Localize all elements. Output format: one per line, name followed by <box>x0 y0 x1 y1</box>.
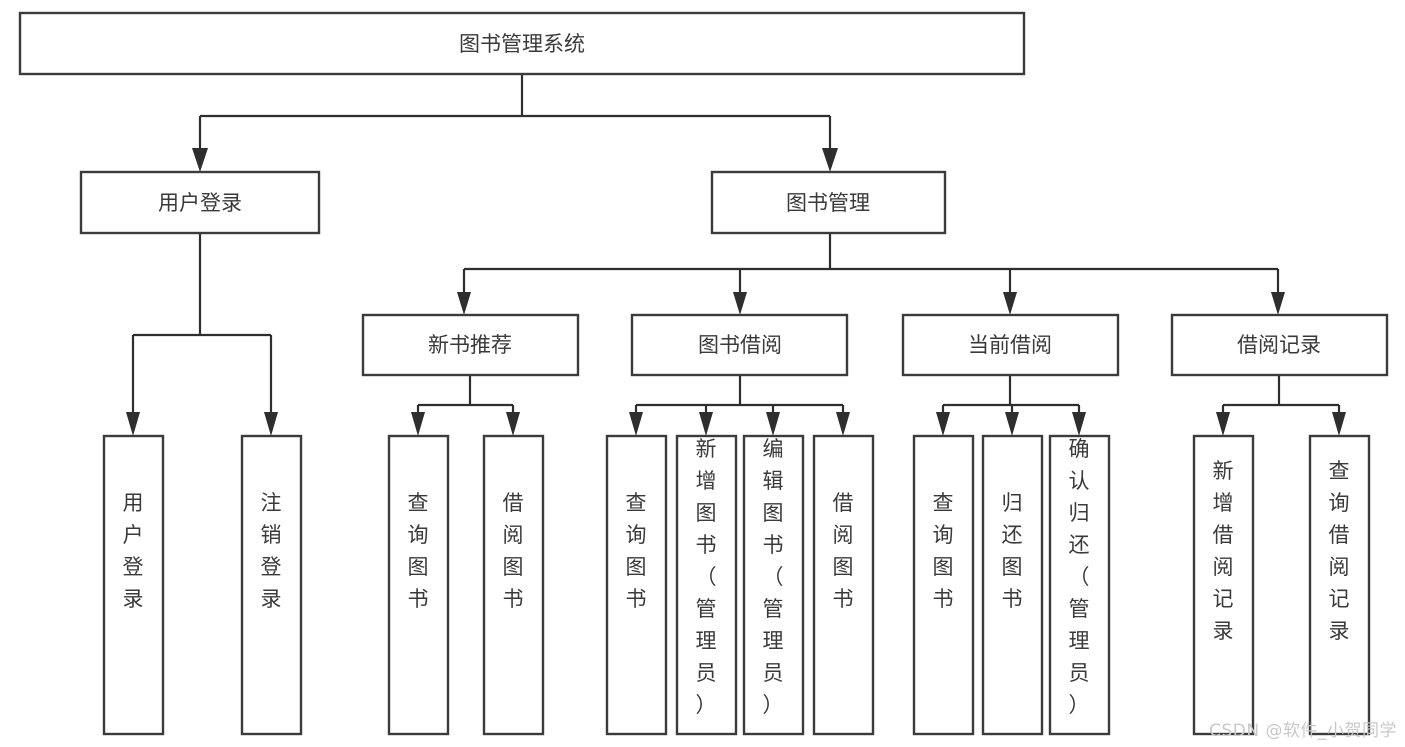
leaf-confirm-return-admin-label: 确认归还（管理员） <box>1069 437 1090 717</box>
leaf-borrow-book-1-box[interactable] <box>482 434 545 736</box>
arrowhead-leaf-edit-book-admin <box>766 412 780 436</box>
arrowhead-book-borrow <box>733 292 747 315</box>
node-user-login-label: 用户登录 <box>158 191 242 215</box>
leaf-return-book-box[interactable] <box>981 434 1044 736</box>
node-root[interactable]: 图书管理系统 <box>18 11 1026 76</box>
arrowhead-leaf-query-book-1 <box>411 412 425 436</box>
leaf-user-login-box[interactable] <box>102 434 165 736</box>
node-borrow-record-box[interactable] <box>1170 313 1389 377</box>
arrowhead-leaf-add-book-admin <box>699 412 713 436</box>
leaf-add-borrow-record-box[interactable] <box>1192 434 1255 736</box>
leaf-edit-book-admin[interactable]: 编辑图书（管理员） <box>742 434 805 736</box>
leaf-query-book-2-box[interactable] <box>605 434 668 736</box>
node-layer: 图书管理系统 用户登录 图书管理 新书推荐 图书借阅 当前 <box>18 11 1389 736</box>
arrowhead-leaf-confirm-return-admin <box>1072 412 1086 436</box>
arrowhead-leaf-query-book-3 <box>936 412 950 436</box>
arrowhead-current-borrow <box>1003 292 1017 315</box>
leaf-return-book-label: 归还图书 <box>1002 491 1023 611</box>
leaf-user-login[interactable]: 用户登录 <box>102 434 165 736</box>
arrowhead-leaf-borrow-book-1 <box>506 412 520 436</box>
node-book-management[interactable]: 图书管理 <box>710 170 947 235</box>
node-current-borrow-box[interactable] <box>901 313 1120 377</box>
leaf-borrow-book-2-label: 借阅图书 <box>833 491 854 611</box>
leaf-query-borrow-record-label: 查询借阅记录 <box>1329 459 1350 643</box>
leaf-add-book-admin-box[interactable] <box>675 434 738 736</box>
arrowhead-leaf-user-login <box>126 412 140 436</box>
leaf-query-borrow-record-box[interactable] <box>1308 434 1371 736</box>
leaf-add-borrow-record-label: 新增借阅记录 <box>1213 459 1234 643</box>
node-new-book-recommend[interactable]: 新书推荐 <box>361 313 580 377</box>
leaf-query-book-1-box[interactable] <box>387 434 450 736</box>
node-root-box[interactable] <box>18 11 1026 76</box>
node-user-login[interactable]: 用户登录 <box>79 170 321 235</box>
arrowhead-leaf-query-book-2 <box>629 412 643 436</box>
node-root-label: 图书管理系统 <box>459 32 585 56</box>
arrowhead-leaf-logout-login <box>264 412 278 436</box>
node-book-management-box[interactable] <box>710 170 947 235</box>
leaf-query-book-2-label: 查询图书 <box>626 491 647 611</box>
leaf-query-book-3-label: 查询图书 <box>933 491 954 611</box>
leaf-confirm-return-admin[interactable]: 确认归还（管理员） <box>1048 434 1111 736</box>
node-book-management-label: 图书管理 <box>786 191 870 215</box>
node-user-login-box[interactable] <box>79 170 321 235</box>
node-new-book-recommend-box[interactable] <box>361 313 580 377</box>
arrowhead-leaf-add-borrow-record <box>1216 412 1230 436</box>
leaf-confirm-return-admin-box[interactable] <box>1048 434 1111 736</box>
leaf-query-book-3-box[interactable] <box>912 434 975 736</box>
leaf-query-book-3[interactable]: 查询图书 <box>912 434 975 736</box>
leaf-return-book[interactable]: 归还图书 <box>981 434 1044 736</box>
node-borrow-record[interactable]: 借阅记录 <box>1170 313 1389 377</box>
leaf-borrow-book-1[interactable]: 借阅图书 <box>482 434 545 736</box>
leaf-edit-book-admin-box[interactable] <box>742 434 805 736</box>
leaf-query-book-1[interactable]: 查询图书 <box>387 434 450 736</box>
leaf-user-login-label: 用户登录 <box>123 491 144 611</box>
leaf-add-borrow-record[interactable]: 新增借阅记录 <box>1192 434 1255 736</box>
leaf-add-book-admin-label: 新增图书（管理员） <box>696 437 717 717</box>
arrowhead-leaf-borrow-book-2 <box>836 412 850 436</box>
node-new-book-recommend-label: 新书推荐 <box>428 333 512 357</box>
leaf-edit-book-admin-label: 编辑图书（管理员） <box>763 437 784 717</box>
leaf-logout-login-label: 注销登录 <box>261 491 282 611</box>
leaf-borrow-book-2[interactable]: 借阅图书 <box>812 434 875 736</box>
arrowhead-leaf-return-book <box>1005 412 1019 436</box>
leaf-add-book-admin[interactable]: 新增图书（管理员） <box>675 434 738 736</box>
arrowhead-leaf-query-borrow-record <box>1332 412 1346 436</box>
node-book-borrow[interactable]: 图书借阅 <box>630 313 849 377</box>
leaf-logout-login-box[interactable] <box>240 434 303 736</box>
arrowhead-new-book-recommend <box>457 292 471 315</box>
node-borrow-record-label: 借阅记录 <box>1237 333 1321 357</box>
leaf-borrow-book-1-label: 借阅图书 <box>503 491 524 611</box>
node-book-borrow-box[interactable] <box>630 313 849 377</box>
node-book-borrow-label: 图书借阅 <box>698 333 782 357</box>
node-current-borrow-label: 当前借阅 <box>968 333 1052 357</box>
leaf-query-book-1-label: 查询图书 <box>408 491 429 611</box>
node-current-borrow[interactable]: 当前借阅 <box>901 313 1120 377</box>
edge-layer <box>126 74 1346 436</box>
leaf-borrow-book-2-box[interactable] <box>812 434 875 736</box>
arrowhead-book-management <box>822 148 838 172</box>
leaf-query-book-2[interactable]: 查询图书 <box>605 434 668 736</box>
leaf-query-borrow-record[interactable]: 查询借阅记录 <box>1308 434 1371 736</box>
arrowhead-user-login <box>192 148 208 172</box>
leaf-logout-login[interactable]: 注销登录 <box>240 434 303 736</box>
csdn-watermark: CSDN @软件_小贺同学 <box>1209 721 1397 741</box>
arrowhead-borrow-record <box>1271 292 1285 315</box>
